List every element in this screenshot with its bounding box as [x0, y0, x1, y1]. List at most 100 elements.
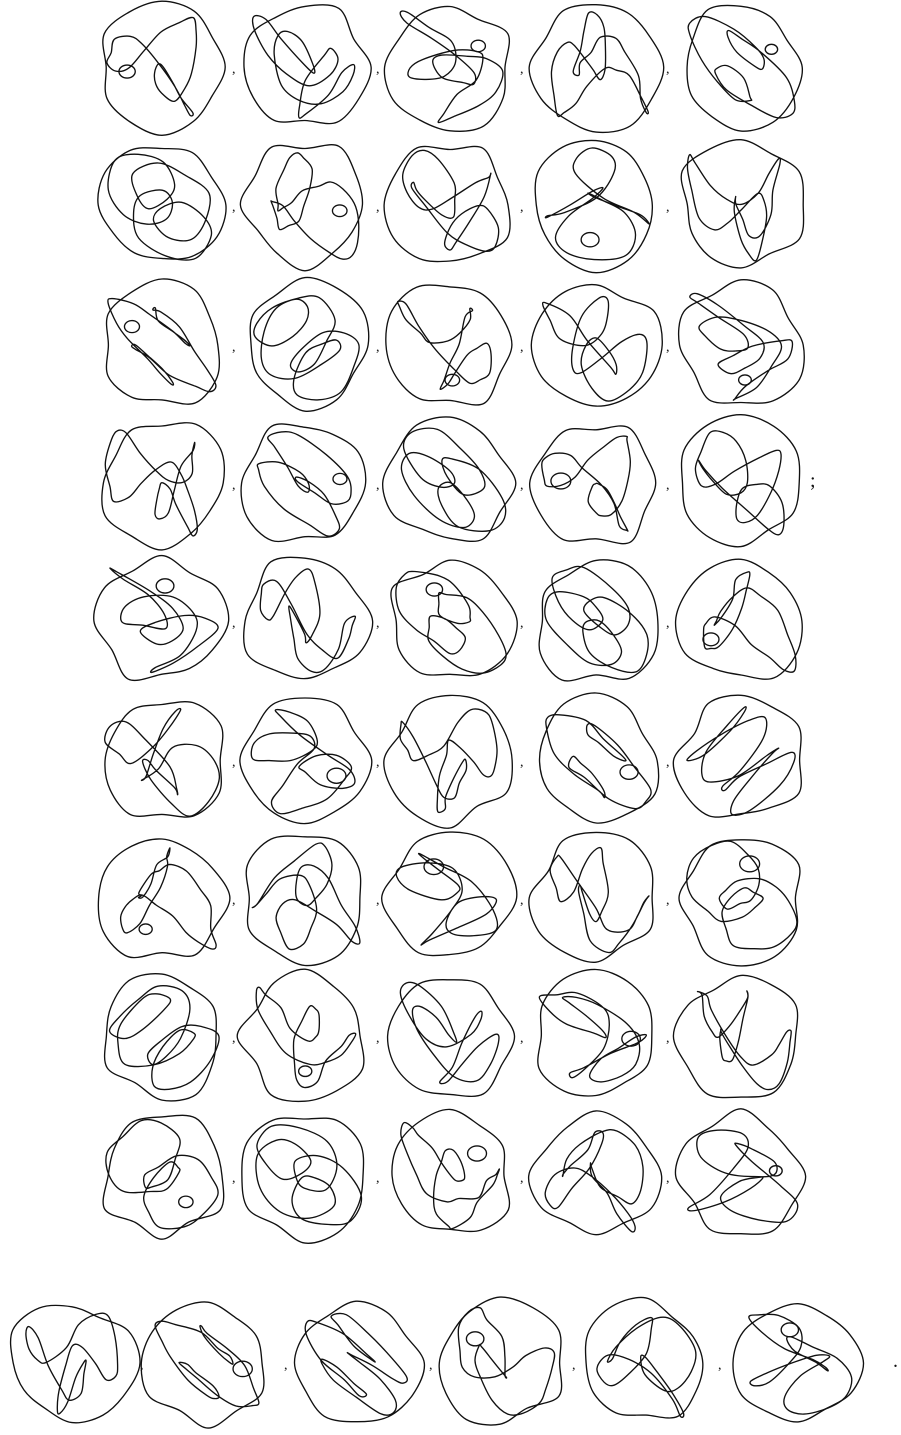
knot-r8-c5 — [673, 975, 797, 1097]
knot-strand-inner — [107, 17, 197, 116]
separator-comma: , — [376, 617, 380, 631]
knot-r7-c3 — [382, 832, 517, 955]
knot-strand-outer — [529, 1111, 662, 1235]
knot-strand-inner — [546, 715, 651, 809]
knot-strand-inner — [155, 1321, 259, 1407]
knot-strand-inner — [105, 709, 220, 817]
knot-strand-outer — [246, 836, 360, 966]
separator-comma: , — [140, 1359, 144, 1373]
knot-strand-inner — [687, 841, 797, 949]
knot-strand-outer — [439, 1297, 561, 1425]
knot-strand-inner — [551, 12, 648, 117]
knot-strand-outer — [102, 423, 224, 550]
separator-comma: , — [376, 63, 380, 77]
knot-strand-outer — [382, 832, 517, 955]
knot-r6-c5 — [673, 695, 801, 817]
knot-kink-loop — [620, 765, 638, 779]
knot-kink-loop — [740, 856, 760, 872]
knot-strand-inner — [695, 431, 784, 535]
knot-r7-c4 — [529, 832, 653, 962]
knot-strand-outer — [529, 5, 664, 133]
knot-strand-outer — [244, 557, 373, 678]
knot-kink-loop — [139, 924, 152, 934]
separator-comma: , — [666, 756, 670, 770]
knot-kink-loop — [299, 1066, 312, 1077]
knot-r10-c2 — [141, 1302, 264, 1428]
separator-comma: , — [666, 1032, 670, 1046]
separator-comma: , — [232, 63, 236, 77]
knot-r7-c1 — [98, 839, 230, 958]
knot-r1-c4 — [529, 5, 664, 133]
separator-comma: , — [232, 756, 236, 770]
knot-kink-loop — [332, 205, 347, 217]
knot-strand-inner — [400, 709, 497, 812]
knot-kink-loop — [769, 1166, 782, 1176]
separator-comma: , — [376, 201, 380, 215]
knot-r6-c3 — [384, 695, 513, 828]
knot-kink-loop — [156, 579, 174, 593]
knot-strand-inner — [252, 843, 360, 950]
knot-strand-outer — [98, 839, 230, 958]
knot-strand-outer — [392, 1109, 510, 1231]
separator-comma: , — [666, 63, 670, 77]
separator-comma: , — [520, 756, 524, 770]
knot-strand-inner — [687, 707, 795, 816]
knot-strand-inner — [545, 566, 648, 672]
knot-strand-outer — [384, 695, 513, 828]
knot-strand-inner — [688, 16, 795, 117]
semicolon-mark: ; — [810, 471, 816, 491]
knot-strand-outer — [682, 415, 800, 547]
knot-r4-c3 — [383, 417, 516, 541]
separator-comma: , — [232, 479, 236, 493]
knot-r5-c3 — [391, 560, 517, 676]
knot-strand-outer — [391, 560, 517, 676]
separator-comma: , — [666, 341, 670, 355]
separator-comma: , — [232, 617, 236, 631]
separator-comma: , — [520, 1172, 524, 1186]
knot-strand-inner — [401, 428, 505, 531]
knot-strand-inner — [26, 1313, 118, 1414]
knot-strand-inner — [106, 1120, 218, 1229]
knot-r2-c2 — [240, 145, 362, 271]
knot-strand-inner — [749, 1314, 852, 1414]
knot-strand-inner — [256, 987, 356, 1087]
separator-comma: , — [376, 1032, 380, 1046]
knot-kink-loop — [466, 1332, 483, 1346]
knot-kink-loop — [468, 1146, 487, 1161]
knot-strand-inner — [688, 1130, 798, 1222]
knot-r8-c3 — [388, 980, 515, 1097]
knot-strand-outer — [384, 146, 510, 261]
knot-strand-inner — [254, 296, 359, 400]
knot-kink-loop — [781, 1323, 798, 1337]
separator-comma: , — [666, 201, 670, 215]
knot-strand-outer — [105, 974, 217, 1101]
period-mark: . — [893, 1351, 898, 1371]
knot-strand-inner — [110, 568, 218, 672]
knot-strand-inner — [110, 986, 220, 1090]
separator-comma: , — [520, 894, 524, 908]
separator-comma: , — [232, 201, 236, 215]
knot-r10-c5 — [586, 1297, 703, 1418]
knot-strand-outer — [384, 6, 509, 131]
separator-comma: , — [284, 1359, 288, 1373]
knot-kink-loop — [581, 233, 599, 247]
separator-comma: , — [666, 1172, 670, 1186]
knot-strand-inner — [105, 430, 197, 536]
knot-r1-c1 — [103, 1, 225, 135]
knot-strand-outer — [106, 279, 219, 404]
knot-strand-outer — [733, 1304, 864, 1422]
knot-strand-inner — [121, 848, 217, 949]
knot-kink-loop — [333, 473, 347, 484]
knot-r1-c5 — [687, 5, 802, 131]
separator-comma: , — [232, 341, 236, 355]
knot-r1-c3 — [384, 6, 509, 131]
knot-strand-outer — [673, 975, 797, 1097]
knot-r8-c4 — [538, 969, 652, 1096]
separator-comma: , — [376, 341, 380, 355]
knot-strand-inner — [403, 150, 499, 251]
separator-comma: , — [376, 756, 380, 770]
separator-comma: , — [520, 63, 524, 77]
separator-comma: , — [232, 1032, 236, 1046]
knot-strand-outer — [240, 145, 362, 271]
